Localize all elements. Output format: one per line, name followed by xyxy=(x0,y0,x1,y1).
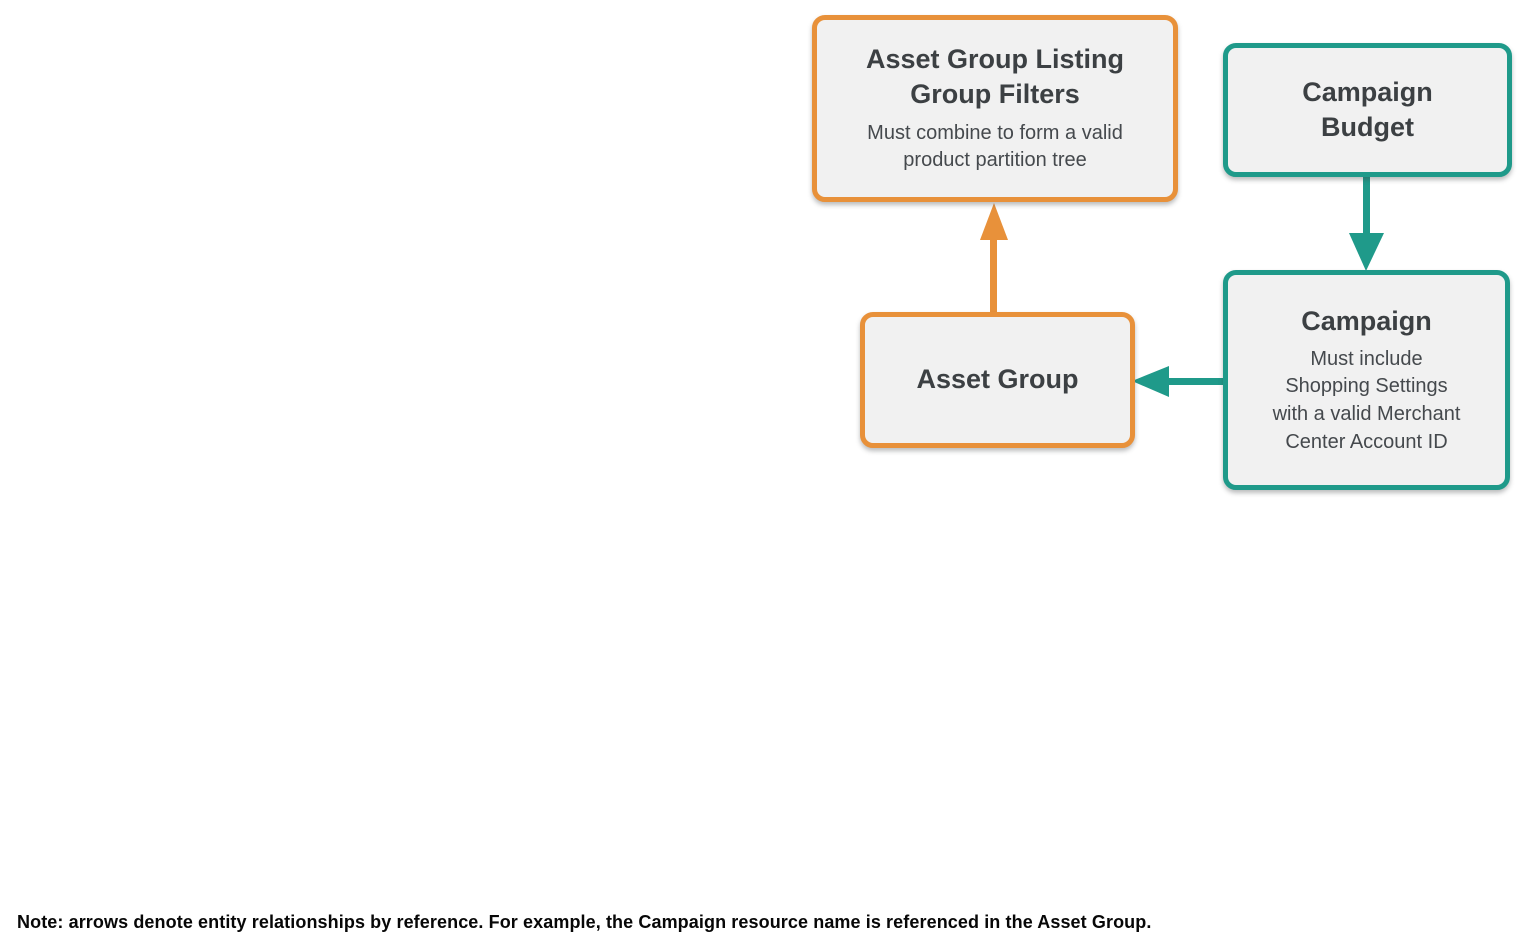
node-title: Asset Group xyxy=(916,364,1079,395)
node-subtitle: Must include Shopping Settings with a va… xyxy=(1272,347,1461,453)
node-subtitle: Must combine to form a valid product par… xyxy=(867,121,1123,172)
node-campaign: Campaign Must include Shopping Settings … xyxy=(1223,270,1510,490)
node-campaign-budget: Campaign Budget xyxy=(1223,43,1512,177)
arrow-asset-group-to-listing-filters-icon xyxy=(980,203,1008,314)
node-asset-group-listing-group-filters: Asset Group Listing Group Filters Must c… xyxy=(812,15,1178,202)
arrow-campaign-budget-to-campaign-icon xyxy=(1349,176,1384,271)
footnote: Note: arrows denote entity relationships… xyxy=(17,912,1152,932)
node-title: Asset Group Listing Group Filters xyxy=(865,44,1125,110)
node-asset-group: Asset Group xyxy=(860,312,1135,448)
arrow-campaign-to-asset-group-icon xyxy=(1132,366,1225,397)
node-title: Campaign Budget xyxy=(1302,76,1433,142)
node-title: Campaign xyxy=(1301,305,1432,336)
